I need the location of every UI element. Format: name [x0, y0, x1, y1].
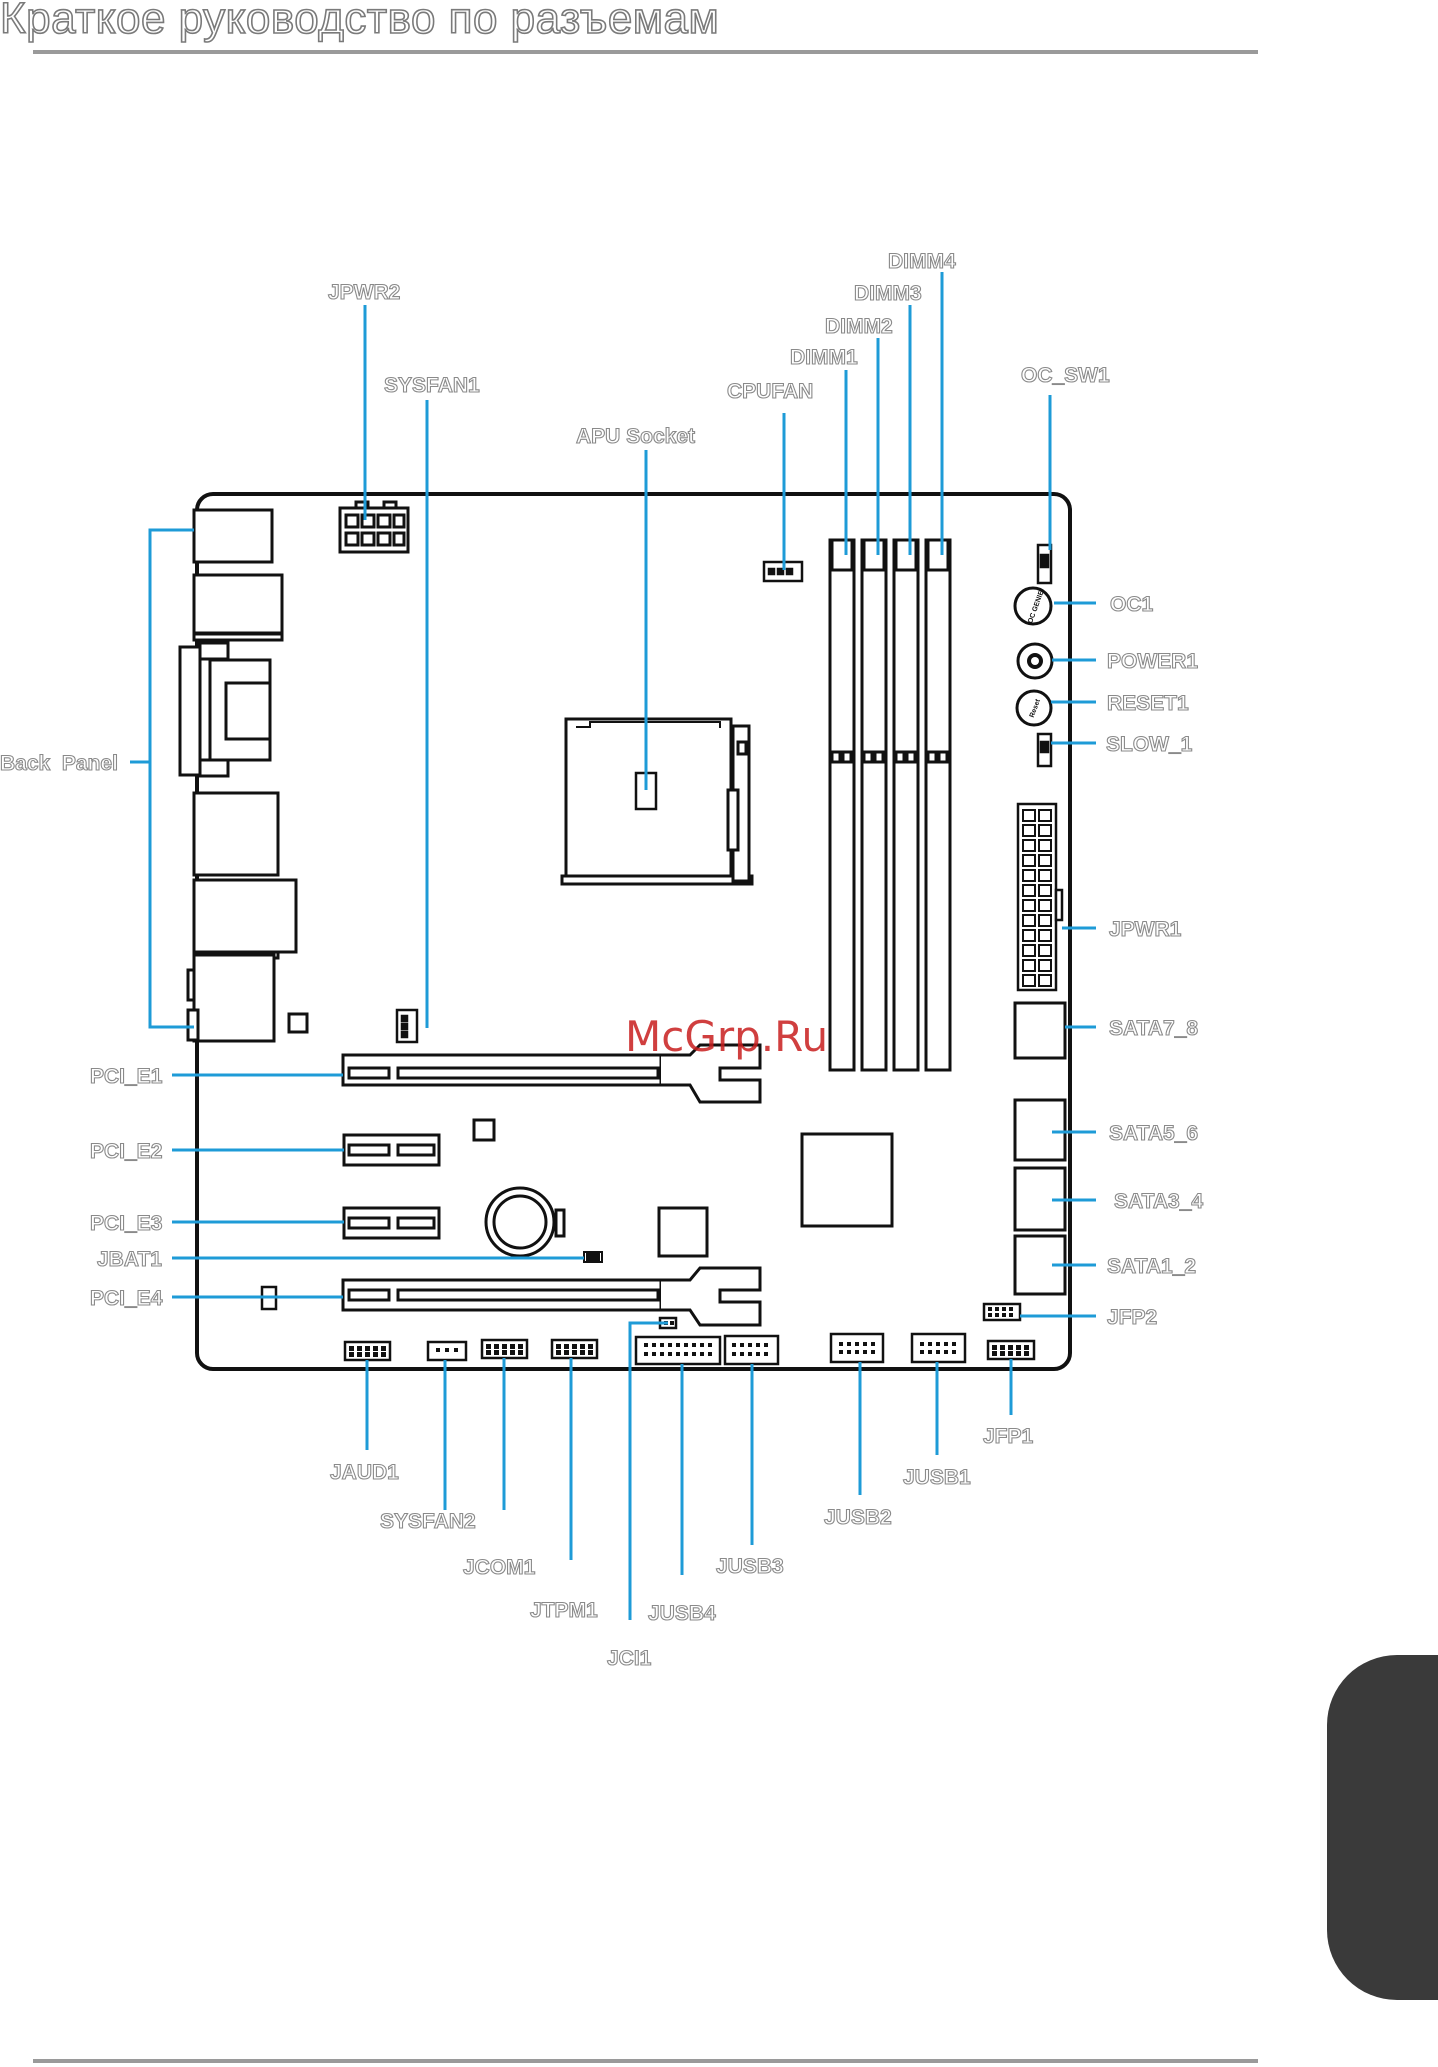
- pci-e4-slot: [343, 1268, 760, 1325]
- label-apu-socket: APU Socket: [576, 425, 695, 448]
- apu-socket: [562, 719, 752, 884]
- label-jcom1: JCOM1: [463, 1556, 536, 1579]
- chipset: [802, 1134, 892, 1226]
- side-tab: [1327, 1655, 1438, 2000]
- jbat1-battery: [486, 1188, 564, 1256]
- reset1-button: Reset: [1017, 691, 1051, 725]
- pci-e3-slot: [344, 1208, 439, 1238]
- label-reset1: RESET1: [1107, 692, 1189, 715]
- label-oc-sw1: OC_SW1: [1021, 364, 1110, 387]
- bottom-headers: [345, 1304, 1034, 1364]
- label-pci-e1: PCI_E1: [90, 1065, 163, 1088]
- label-sata3-4: SATA3_4: [1114, 1190, 1203, 1213]
- jpwr2-connector: [340, 502, 408, 552]
- label-sata5-6: SATA5_6: [1109, 1122, 1198, 1145]
- label-pci-e2: PCI_E2: [90, 1140, 162, 1163]
- watermark: McGrp.Ru: [625, 1012, 828, 1061]
- oc-sw1-switch: [1038, 545, 1051, 583]
- power1-button: [1018, 644, 1052, 678]
- label-dimm2: DIMM2: [825, 315, 893, 338]
- label-slow-1: SLOW_1: [1106, 733, 1193, 756]
- label-jtpm1: JTPM1: [530, 1599, 598, 1622]
- label-jfp2: JFP2: [1107, 1306, 1157, 1329]
- label-dimm1: DIMM1: [790, 346, 858, 369]
- label-pci-e4: PCI_E4: [90, 1287, 163, 1310]
- bottom-rule: [33, 2059, 1258, 2063]
- label-oc1: OC1: [1110, 593, 1154, 616]
- back-panel-connectors: [180, 510, 296, 1041]
- label-jusb1: JUSB1: [903, 1466, 971, 1489]
- label-jpwr2: JPWR2: [328, 281, 400, 304]
- pci-e2-slot: [344, 1135, 439, 1165]
- label-jci1: JCI1: [607, 1647, 652, 1670]
- label-dimm4: DIMM4: [888, 250, 956, 273]
- small-square: [289, 1014, 307, 1032]
- label-jusb3: JUSB3: [716, 1555, 784, 1578]
- sysfan1-header: [397, 1010, 417, 1042]
- label-jaud1: JAUD1: [330, 1461, 399, 1484]
- label-power1: POWER1: [1107, 650, 1198, 673]
- label-sata7-8: SATA7_8: [1109, 1017, 1198, 1040]
- label-jbat1: JBAT1: [97, 1248, 162, 1271]
- label-sysfan1: SYSFAN1: [384, 374, 480, 397]
- label-jfp1: JFP1: [983, 1425, 1034, 1448]
- label-jusb4: JUSB4: [648, 1602, 716, 1625]
- label-pci-e3: PCI_E3: [90, 1212, 162, 1235]
- chip-tiny: [474, 1120, 494, 1140]
- chip-small: [659, 1208, 707, 1256]
- dimm-slots: [830, 540, 950, 1070]
- label-jusb2: JUSB2: [824, 1506, 892, 1529]
- label-cpufan: CPUFAN: [727, 380, 813, 403]
- label-sysfan2: SYSFAN2: [380, 1510, 476, 1533]
- slow-1-switch: [1038, 734, 1051, 766]
- label-jpwr1: JPWR1: [1109, 918, 1182, 941]
- jpwr1-connector: [1018, 804, 1062, 990]
- oc1-button: OC GENIE: [1015, 588, 1051, 624]
- sata-ports: [1015, 1003, 1065, 1294]
- label-dimm3: DIMM3: [854, 282, 922, 305]
- label-back-panel: Back Panel: [0, 752, 118, 775]
- jbat1-jumper: [584, 1252, 602, 1262]
- label-sata1-2: SATA1_2: [1107, 1255, 1196, 1278]
